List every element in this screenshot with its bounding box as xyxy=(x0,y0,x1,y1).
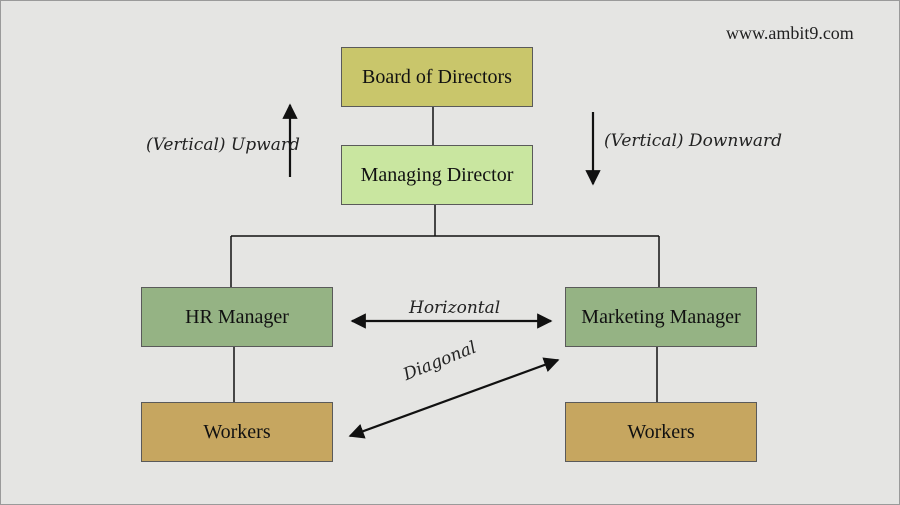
downward-label: (Vertical) Downward xyxy=(604,131,782,151)
upward-label: (Vertical) Upward xyxy=(146,135,300,155)
horizontal-label: Horizontal xyxy=(409,298,501,318)
diagonal-arrow xyxy=(348,357,560,439)
workers-right-label: Workers xyxy=(627,420,695,443)
watermark-url: www.ambit9.com xyxy=(726,23,854,43)
hr-manager-box: HR Manager xyxy=(141,287,333,347)
workers-left-box: Workers xyxy=(141,402,333,462)
managing-director-label: Managing Director xyxy=(360,163,514,186)
board-of-directors-label: Board of Directors xyxy=(362,65,512,88)
marketing-manager-label: Marketing Manager xyxy=(581,305,741,328)
hr-manager-label: HR Manager xyxy=(185,305,289,328)
managing-director-box: Managing Director xyxy=(341,145,533,205)
workers-left-label: Workers xyxy=(203,420,271,443)
workers-right-box: Workers xyxy=(565,402,757,462)
marketing-manager-box: Marketing Manager xyxy=(565,287,757,347)
board-of-directors-box: Board of Directors xyxy=(341,47,533,107)
